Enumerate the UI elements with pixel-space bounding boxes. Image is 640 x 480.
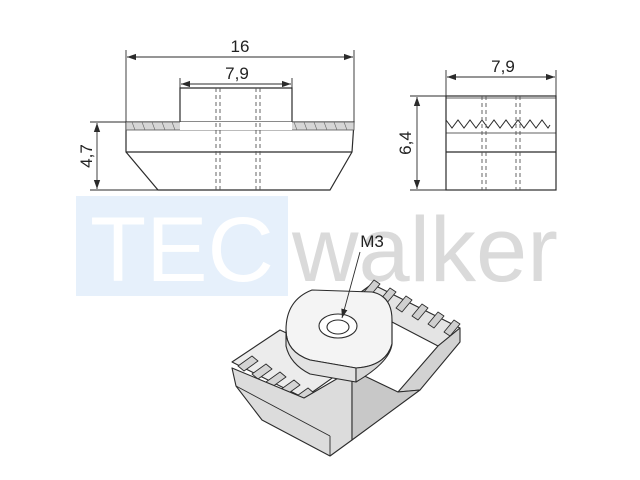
thread-callout: M3 — [341, 232, 384, 319]
iso-body-front-face — [231, 367, 353, 457]
side-dimensions — [410, 70, 557, 191]
watermark-box — [76, 196, 288, 296]
dim-label-16: 16 — [231, 37, 250, 56]
watermark-text-walker: walker — [291, 199, 558, 301]
iso-body-side-face — [351, 369, 421, 441]
iso-thread-hole-inner — [326, 319, 350, 335]
dim-label-front-height: 4,7 — [77, 144, 96, 168]
front-thread-hidden-lines — [215, 88, 261, 190]
thread-leader-line — [341, 251, 361, 319]
thread-label-m3: M3 — [360, 232, 384, 251]
front-dimensions — [90, 50, 355, 191]
side-outline — [445, 95, 557, 191]
front-boss-outline — [179, 87, 293, 122]
watermark: TEC walker — [76, 196, 558, 301]
front-boss-band — [180, 122, 292, 130]
iso-boss-side — [355, 319, 393, 383]
dim-label-front-top-width: 7,9 — [225, 64, 249, 83]
dim-label-side-width: 7,9 — [491, 57, 515, 76]
front-serration-teeth — [131, 121, 348, 131]
watermark-text-tec: TEC — [90, 199, 274, 301]
side-view — [445, 95, 557, 191]
front-view — [125, 87, 355, 191]
front-body-outline — [125, 121, 355, 191]
dim-label-side-height: 6,4 — [396, 131, 415, 155]
iso-body-edge — [235, 385, 331, 437]
iso-right-slab-front — [397, 327, 461, 393]
side-thread-hidden-lines — [481, 96, 521, 190]
side-zigzag — [445, 119, 551, 129]
isometric-view — [231, 279, 461, 457]
